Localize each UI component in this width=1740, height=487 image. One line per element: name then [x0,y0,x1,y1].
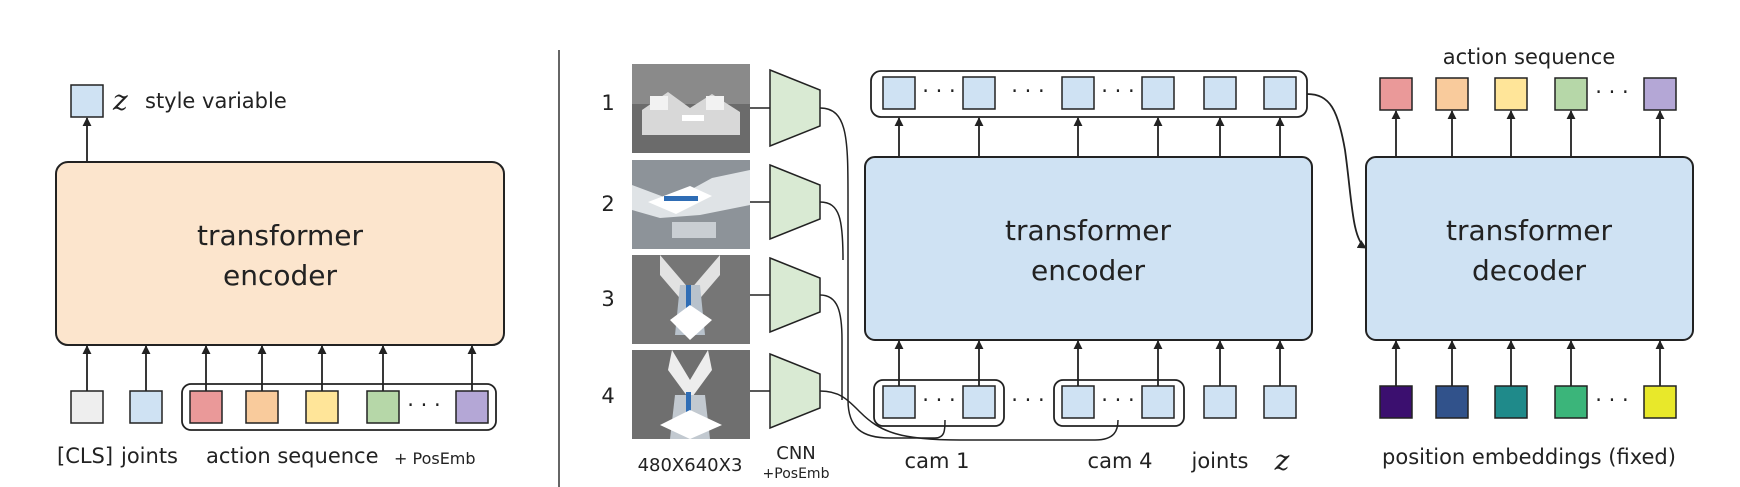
cnn-posemb-label: +PosEmb [763,466,830,482]
position-embedding-ellipsis: · · · [1595,388,1628,412]
cnn-label: CNN [776,443,816,464]
camera-number-3: 3 [601,287,614,311]
left-encoder-title-line1: transformer [197,219,363,252]
encoder-output-ellipsis-1: · · · [922,79,955,103]
right-transformer-encoder-box [864,156,1313,341]
cam1-token-group [873,379,1005,427]
position-embedding-token-3 [1494,385,1528,419]
action-token-1 [189,390,223,424]
cam1-token-ellipsis: · · · [922,388,955,412]
joints-token-left [129,390,163,424]
cls-label: [CLS] [57,444,113,468]
encoder-output-token-2 [962,76,996,110]
action-token-4 [366,390,400,424]
left-transformer-encoder-box [55,161,505,346]
joints-label-left: joints [120,444,178,468]
cam1-token-last [962,385,996,419]
style-variable-label: style variable [145,89,287,113]
cam1-token-first [882,385,916,419]
image-size-label: 480X640X3 [638,455,743,476]
camera-image-2 [632,160,750,249]
output-action-token-4 [1554,77,1588,111]
left-panel: transformer encoder z style variable · ·… [55,84,505,468]
posemb-label-left: + PosEmb [394,449,476,468]
cam-groups-ellipsis: · · · [1011,388,1044,412]
encoder-output-ellipsis-3: · · · [1101,79,1134,103]
camera-number-4: 4 [601,384,614,408]
cnn-block-1 [769,68,821,148]
style-variable-symbol: z [112,84,128,117]
z-token-right [1263,385,1297,419]
output-action-token-2 [1435,77,1469,111]
output-action-ellipsis: · · · [1595,80,1628,104]
action-ellipsis-left: · · · [407,393,440,417]
cam1-label: cam 1 [905,449,970,473]
cam4-label: cam 4 [1088,449,1153,473]
style-variable-token [70,84,104,118]
encoder-output-token-5 [1203,76,1237,110]
output-action-token-3 [1494,77,1528,111]
encoder-output-ellipsis-2: · · · [1011,79,1044,103]
right-panel: 1 2 3 4 [601,45,1694,482]
cnn-feature-curve-2 [819,201,844,261]
cnn-feature-curve-3 [819,294,843,400]
cnn-block-2 [769,163,821,241]
position-embedding-token-4 [1554,385,1588,419]
cnn-feature-curve-4 [819,390,1119,441]
encoder-output-token-3 [1061,76,1095,110]
encoder-output-token-6 [1263,76,1297,110]
camera-number-2: 2 [601,192,614,216]
decoder-title-line1: transformer [1446,214,1612,247]
cnn-block-4 [769,352,821,430]
z-label-right: z [1274,444,1290,477]
action-sequence-label-left: action sequence [206,444,379,468]
cam4-token-group [1053,379,1185,427]
output-action-token-1 [1379,77,1413,111]
right-encoder-title-line1: transformer [1005,214,1171,247]
output-action-token-5 [1643,77,1677,111]
cam4-token-first [1061,385,1095,419]
position-embedding-token-2 [1435,385,1469,419]
camera-image-3 [632,255,750,344]
action-sequence-output-label: action sequence [1443,45,1616,69]
camera-number-1: 1 [601,91,614,115]
camera-image-1 [632,64,750,153]
cam4-token-last [1141,385,1175,419]
action-token-2 [245,390,279,424]
action-token-5 [455,390,489,424]
encoder-to-decoder-arrow [1306,93,1367,249]
camera-image-4 [632,350,750,439]
joints-token-right [1203,385,1237,419]
action-sequence-group [181,383,497,431]
decoder-title-line2: decoder [1472,254,1587,287]
left-encoder-title-line2: encoder [223,259,337,292]
cnn-feature-curve-1 [819,107,946,439]
action-token-3 [305,390,339,424]
cls-token [70,390,104,424]
position-embeddings-label: position embeddings (fixed) [1382,445,1676,469]
joints-label-right: joints [1190,449,1248,473]
cnn-block-3 [769,256,821,334]
cam4-token-ellipsis: · · · [1101,388,1134,412]
position-embedding-token-1 [1379,385,1413,419]
encoder-output-token-4 [1141,76,1175,110]
transformer-decoder-box [1365,156,1694,341]
right-encoder-title-line2: encoder [1031,254,1145,287]
encoder-output-token-1 [882,76,916,110]
position-embedding-token-5 [1643,385,1677,419]
